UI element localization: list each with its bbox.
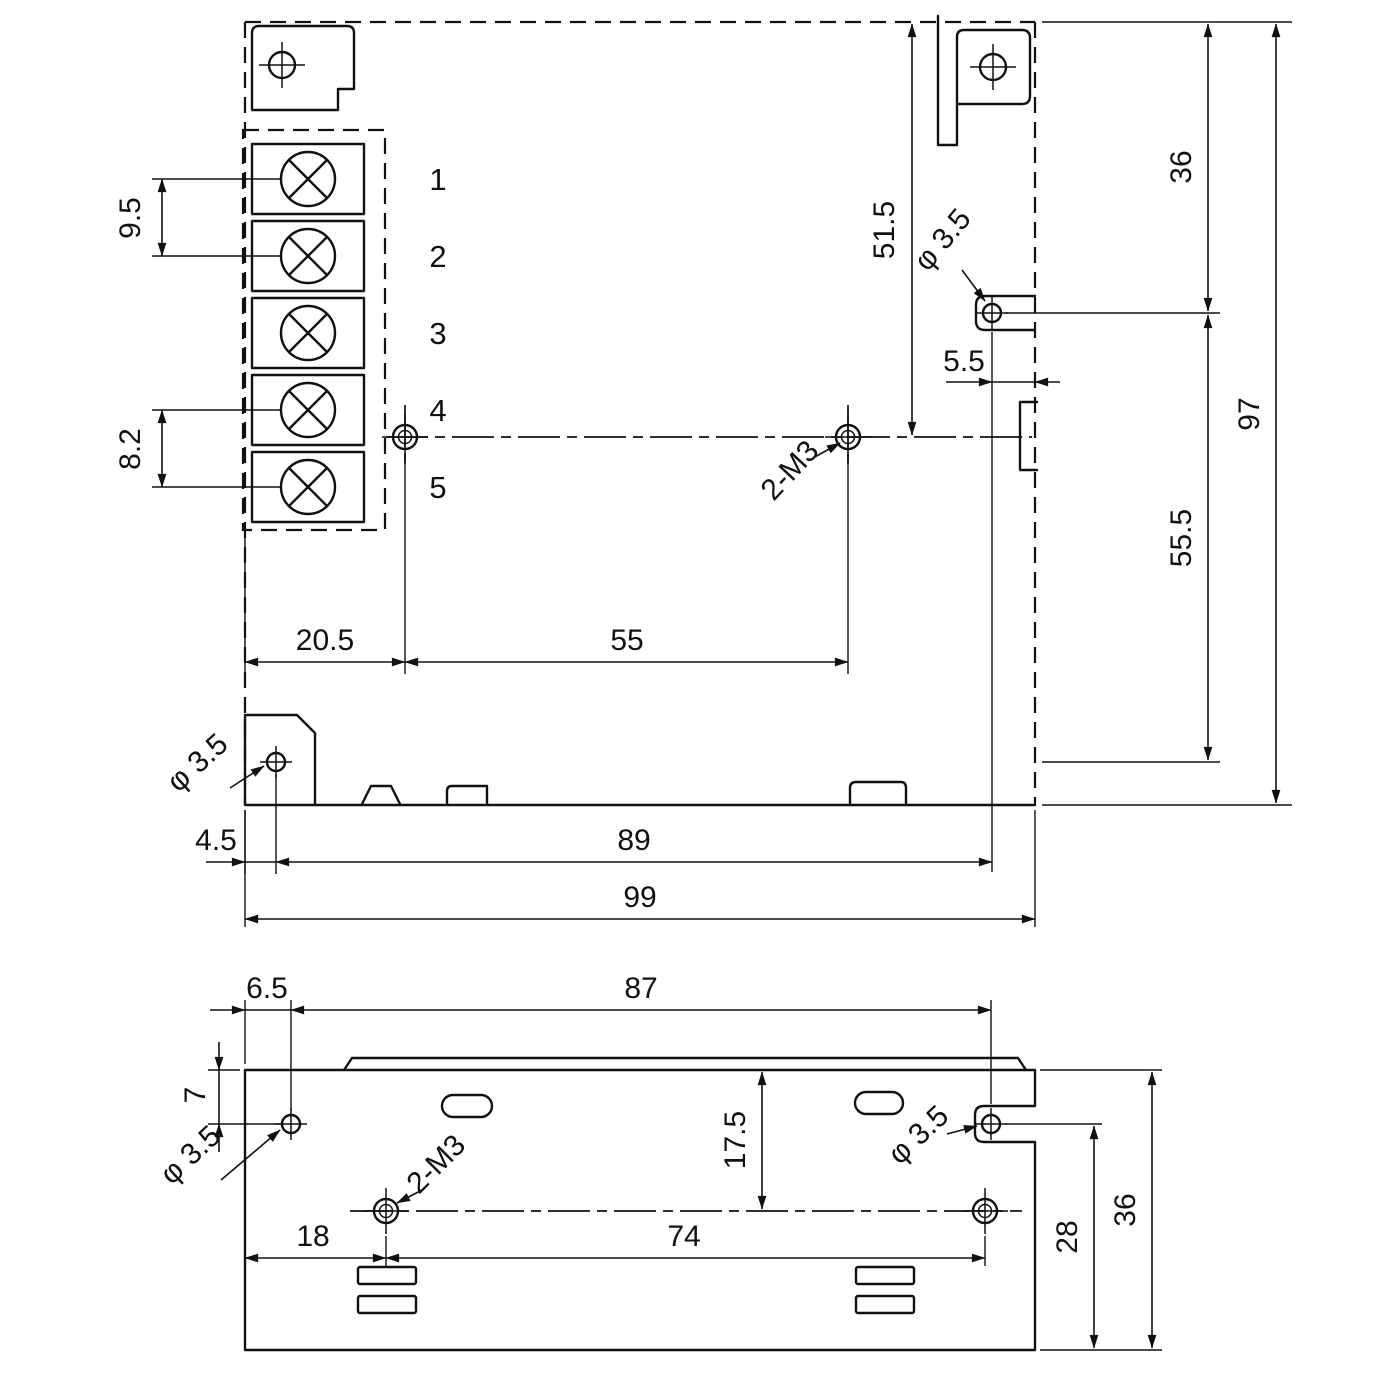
side-m3-crosshairs (363, 1188, 1008, 1234)
dim-label-74: 74 (667, 1220, 700, 1253)
dim-top-to-centerline: 51.5 (868, 23, 917, 436)
label-side-hole-dia: φ 3.5 (908, 203, 978, 277)
dim-label-7: 7 (179, 1087, 212, 1104)
terminal-screw-slots (287, 158, 329, 508)
leader-thread-side: 2-M3 (396, 1128, 472, 1204)
dim-label-18: 18 (296, 1220, 329, 1253)
mounting-ear-top-left (250, 24, 356, 112)
dim-label-8-2: 8.2 (114, 428, 147, 470)
dim-8-2-extension (152, 409, 282, 488)
dim-overall-width: 99 (244, 810, 1036, 927)
dim-label-20-5: 20.5 (296, 624, 354, 657)
mounting-bracket-top-right (936, 14, 1032, 147)
side-hole-right-crosshair (975, 1108, 1007, 1140)
leader-side-right-hole-line (946, 1125, 978, 1135)
dim-row2-extension (244, 775, 277, 874)
terminal-cells (250, 142, 366, 524)
side-hole-right-crosshair (976, 297, 1008, 329)
dim-label-17-5: 17.5 (719, 1111, 752, 1169)
vent-slot-4 (854, 1294, 916, 1315)
dim-99-extension (244, 810, 1036, 927)
ear-hole-top-right-crosshair (970, 44, 1016, 90)
dim-label-55: 55 (610, 624, 643, 657)
label-thread-side: 2-M3 (400, 1128, 472, 1200)
dim-label-36-top: 36 (1165, 150, 1198, 183)
dim-label-6-5: 6.5 (246, 972, 288, 1005)
dim-side-top-row: 6.5 87 (210, 972, 992, 1110)
leader-thread-top: 2-M3 (755, 434, 841, 507)
side-slot-left (440, 1093, 494, 1119)
terminal-number-1: 1 (429, 162, 446, 197)
horizontal-centerline (386, 405, 1032, 469)
terminal-number-2: 2 (429, 239, 446, 274)
label-bottom-hole-dia: φ 3.5 (161, 727, 235, 798)
dim-side-top-to-centerline: 17.5 (719, 1071, 767, 1210)
leader-thread-top-line (812, 442, 841, 459)
leader-side-hole-line (961, 269, 986, 302)
dim-label-9-5: 9.5 (114, 197, 147, 239)
dim-label-89: 89 (617, 824, 650, 857)
side-case-outline (243, 1056, 1037, 1352)
leader-side-right-hole-dia: φ 3.5 (882, 1099, 978, 1171)
vent-slot-1 (356, 1265, 418, 1286)
terminal-number-3: 3 (429, 316, 446, 351)
dim-side-bottom-row: 18 74 (244, 1220, 986, 1266)
top-view: 1 2 3 4 5 9.5 (114, 14, 1292, 927)
leader-side-left-hole-line (220, 1129, 281, 1181)
terminal-block-outline (241, 128, 387, 532)
dim-label-51-5: 51.5 (868, 201, 901, 259)
leader-bottom-hole-line (229, 765, 265, 789)
dim-label-99: 99 (623, 881, 656, 914)
terminal-screws (279, 150, 337, 516)
leader-thread-side-line (396, 1188, 425, 1204)
dim-overall-depth: 97 (1042, 23, 1292, 806)
side-slot-right (853, 1090, 905, 1116)
side-view: 6.5 87 7 φ 3.5 2-M3 17.5 φ 3.5 (154, 972, 1162, 1352)
dim-side-hole-to-bottom: 55.5 (1042, 314, 1220, 763)
dim-36-top-extension (1006, 21, 1292, 314)
terminal-number-5: 5 (429, 470, 446, 505)
dim-side-overall-height: 36 (1040, 1069, 1162, 1349)
terminal-number-4: 4 (429, 393, 446, 428)
case-hidden-outline (243, 20, 1037, 805)
leader-bottom-hole-dia: φ 3.5 (161, 727, 265, 798)
side-hole-right (976, 297, 1008, 329)
dim-row1-extension (244, 452, 849, 674)
dim-label-36-side: 36 (1109, 1193, 1142, 1226)
dim-label-5-5: 5.5 (943, 345, 985, 378)
ear-hole-top-left-crosshair (259, 42, 305, 88)
vent-slot-3 (854, 1265, 916, 1286)
dim-label-4-5: 4.5 (195, 824, 237, 857)
label-side-left-hole-dia: φ 3.5 (154, 1119, 227, 1191)
dim-label-28: 28 (1051, 1220, 1084, 1253)
label-side-right-hole-dia: φ 3.5 (882, 1099, 955, 1171)
dim-hole-to-bottom: 28 (1005, 1123, 1162, 1351)
dim-label-55-5: 55.5 (1165, 509, 1198, 567)
dim-top-to-hole: 7 (179, 1042, 281, 1152)
dim-terminal-pitch-bottom: 8.2 (114, 409, 282, 488)
dim-label-97: 97 (1233, 397, 1266, 430)
leader-side-left-hole-dia: φ 3.5 (154, 1119, 281, 1191)
leader-side-hole-dia: φ 3.5 (908, 203, 986, 302)
dim-top-to-side-hole: 36 (1006, 21, 1292, 314)
dim-row-hole-spacing: 20.5 55 (244, 452, 849, 674)
dim-terminal-pitch-top: 9.5 (114, 178, 282, 257)
dim-side-top-extension (244, 1000, 992, 1110)
label-thread-top: 2-M3 (755, 434, 826, 507)
dim-side-hole-to-edge: 5.5 (943, 332, 1060, 872)
dim-9-5-extension (152, 178, 282, 257)
bottom-left-hole (260, 746, 292, 778)
dim-label-87: 87 (624, 972, 657, 1005)
bottom-left-hole-crosshair (260, 746, 292, 778)
vent-slot-2 (356, 1294, 418, 1315)
dim-28-extension (1005, 1123, 1162, 1351)
terminal-screw-3 (279, 304, 337, 362)
case-solid-outline (243, 294, 1039, 807)
side-hole-right-top (975, 1108, 1007, 1140)
